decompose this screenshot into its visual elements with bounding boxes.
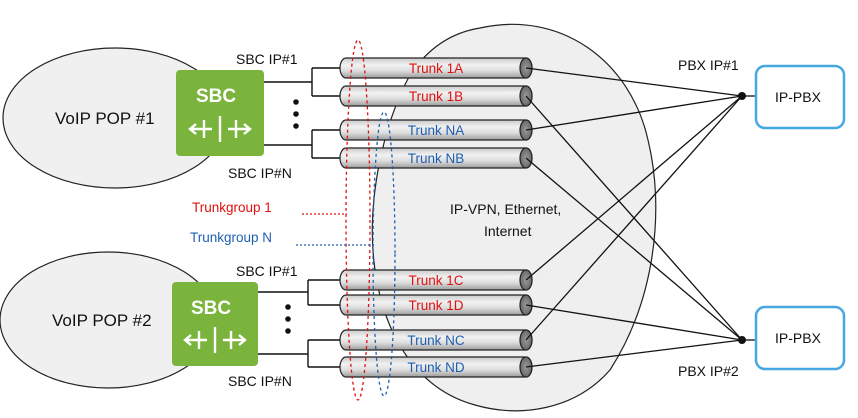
trunk-label: Trunk 1B [409,89,463,104]
sbc-ip-label: SBC IP#N [228,373,292,389]
trunk-label: Trunk 1C [408,273,463,288]
ip-pbx-label: IP-PBX [775,330,822,346]
sbc-1-label: SBC [196,86,236,107]
trunk-label: Trunk NA [408,123,465,138]
sbc-device-2: SBC [172,282,258,366]
trunk-list: Trunk 1A Trunk 1B Trunk NA Trunk NB Trunk 1C… [339,57,533,378]
sbc-wiring [258,67,346,368]
trunkgroup-1-label: Trunkgroup 1 [192,200,272,215]
pbx-link-lines [525,67,743,368]
voip-pop-2-label: VoIP POP #2 [52,311,152,330]
trunk-cylinder: Trunk NC [339,329,533,351]
ip-pbx-box-1: IP-PBX [754,64,846,130]
sbc-ip-label: SBC IP#1 [236,51,298,67]
trunk-label: Trunk ND [407,360,465,375]
trunk-label: Trunk 1A [409,61,463,76]
sbc-ip-label: SBC IP#N [228,165,292,181]
trunk-label: Trunk NB [408,151,465,166]
trunk-cylinder: Trunk 1B [339,85,533,107]
sbc-device-1: SBC [176,70,264,156]
trunk-cylinder: Trunk 1A [339,57,533,79]
trunk-cylinder: Trunk ND [339,356,533,378]
pbx-ip-label: PBX IP#1 [678,57,739,73]
network-label: Internet [484,223,532,239]
trunk-label: Trunk NC [407,333,465,348]
ip-pbx-label: IP-PBX [775,89,822,105]
trunk-cylinder: Trunk 1D [339,294,533,316]
trunkgroup-n-label: Trunkgroup N [190,230,272,245]
trunkgroup-1-outline [345,39,371,401]
voip-pop-1-label: VoIP POP #1 [55,109,155,128]
sbc-arrows-icon [188,116,252,142]
network-label: IP-VPN, Ethernet, [450,201,561,217]
sbc-arrows-icon [183,327,247,353]
trunk-cylinder: Trunk 1C [339,269,533,291]
trunkgroup-n-outline [372,111,396,397]
sbc-ip-label: SBC IP#1 [236,263,298,279]
trunk-cylinder: Trunk NB [339,147,533,169]
ellipsis-dots-icon [285,99,299,334]
pbx-ip-label: PBX IP#2 [678,363,739,379]
sbc-2-label: SBC [191,298,231,319]
trunk-label: Trunk 1D [408,298,463,313]
network-cloud [371,23,657,412]
ip-pbx-box-2: IP-PBX [754,305,846,371]
